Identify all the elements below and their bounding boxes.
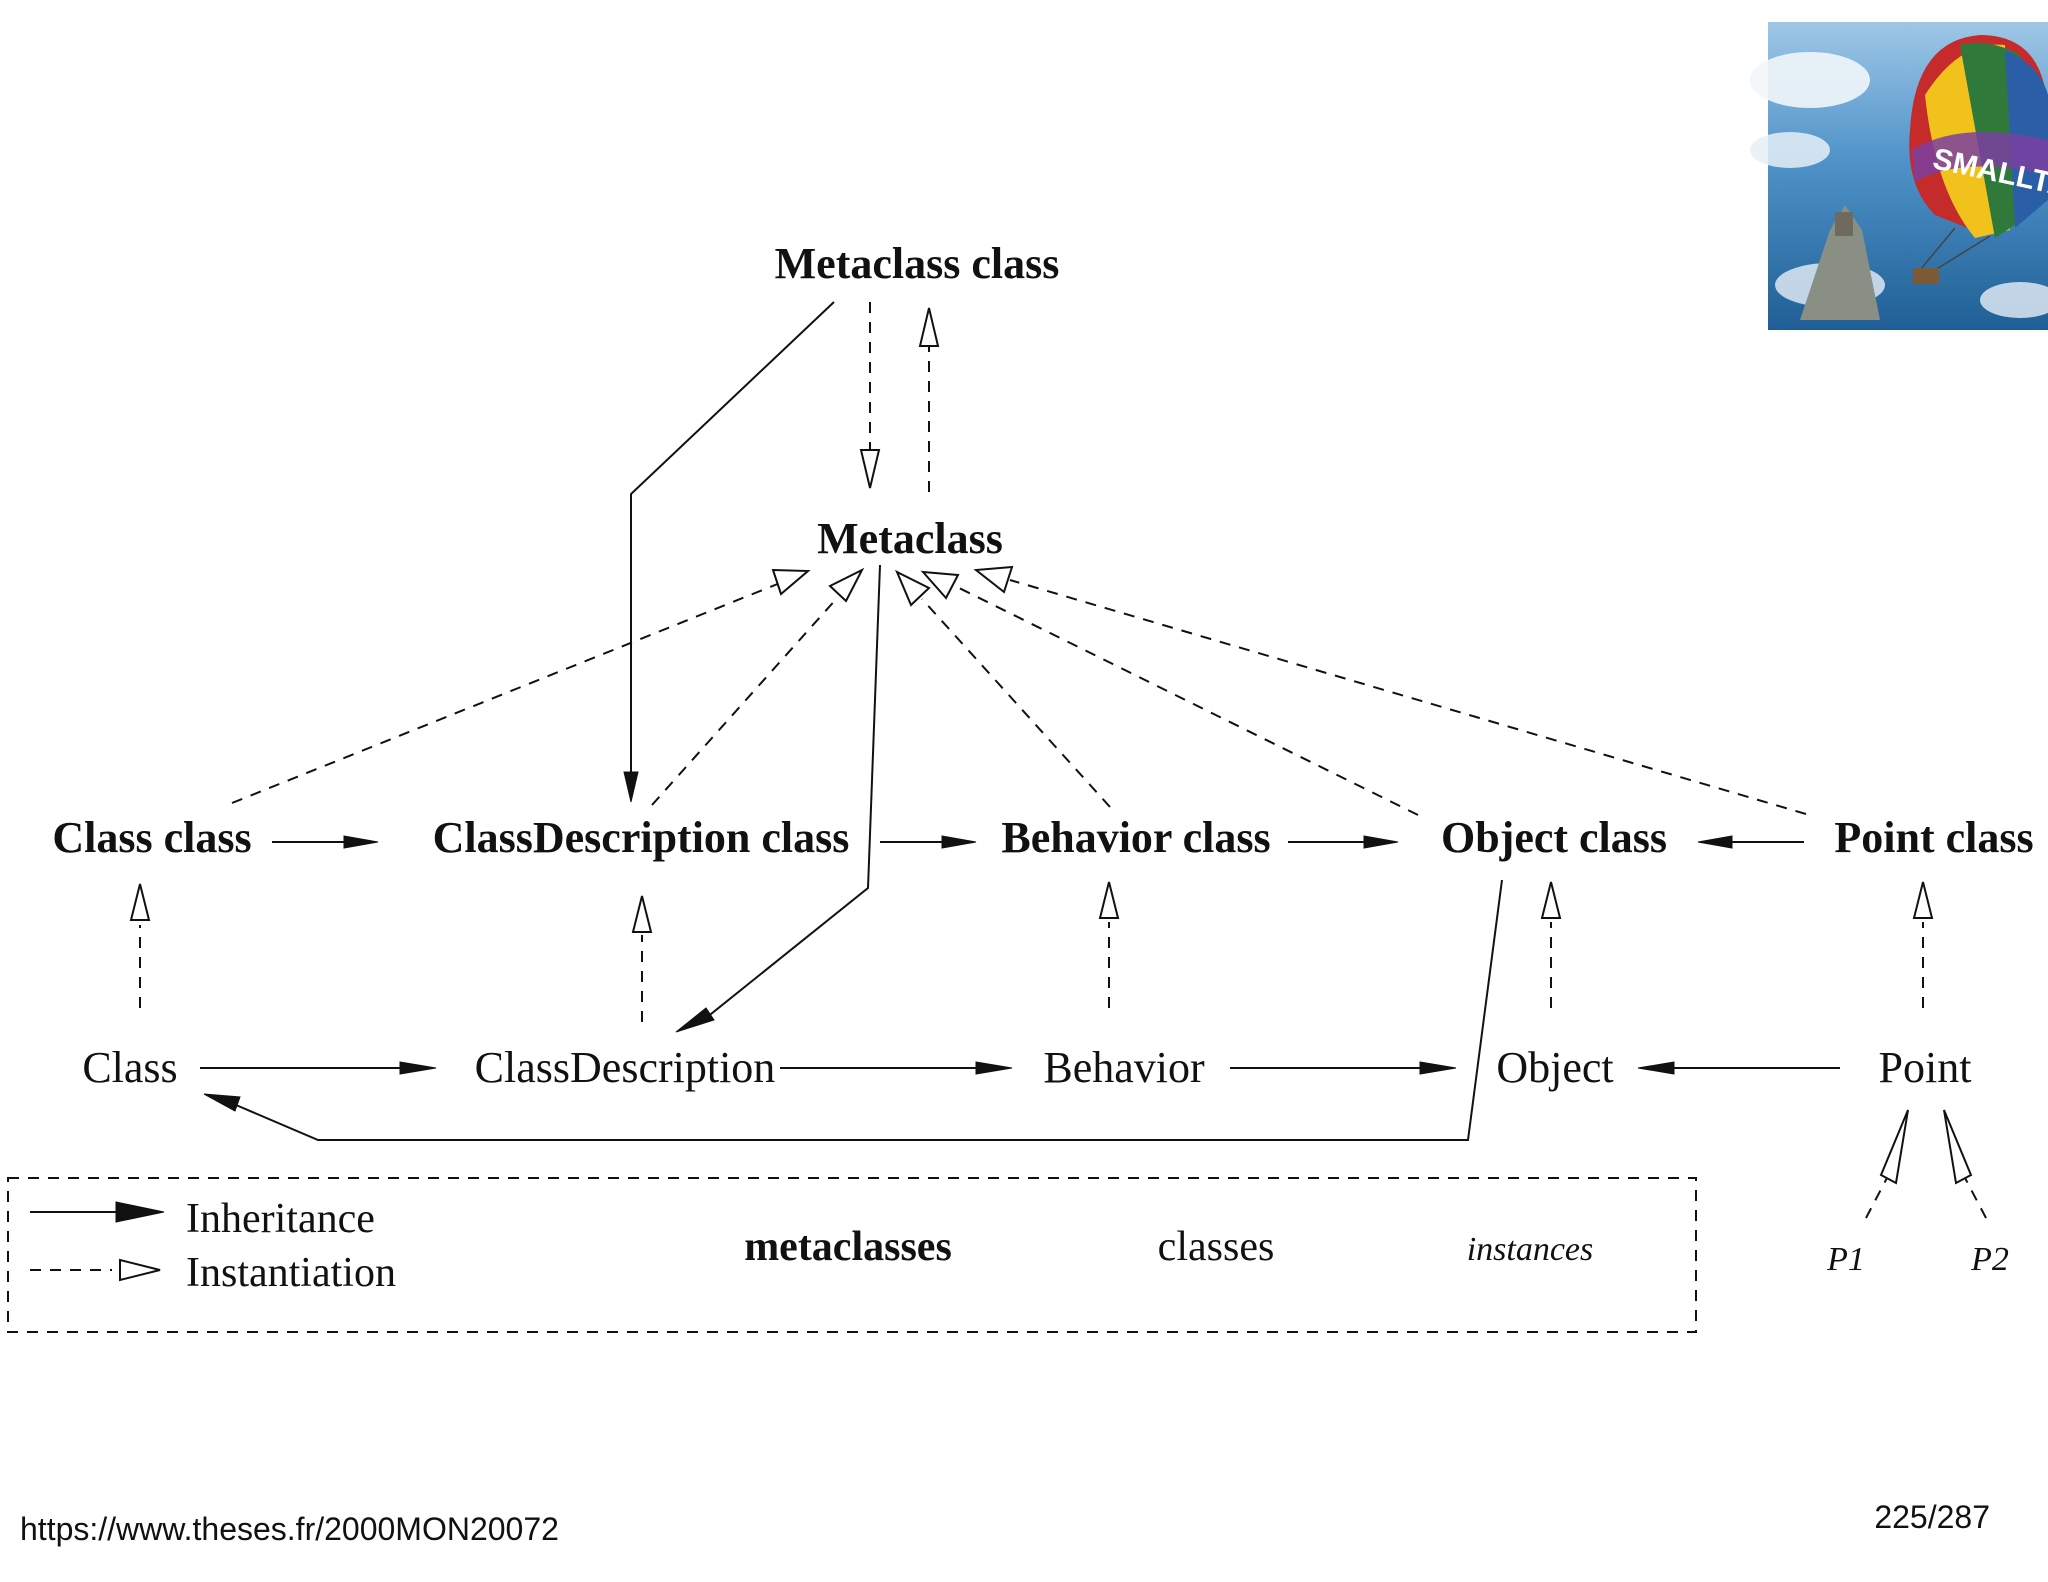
edge-object-class-inherits-class: [235, 879, 1503, 1141]
legend-classes-label: classes: [1158, 1224, 1275, 1270]
node-object: Object: [1496, 1043, 1613, 1092]
node-point: Point: [1879, 1043, 1972, 1092]
node-class: Class: [82, 1043, 177, 1092]
page-number: 225/287: [1874, 1499, 1990, 1535]
source-url[interactable]: https://www.theses.fr/2000MON20072: [20, 1511, 559, 1547]
edge-class-class-instanceof-metaclass: [231, 582, 781, 804]
edges: [129, 301, 1987, 1219]
edge-classdescription-class-instanceof-metaclass: [651, 596, 839, 806]
legend-instantiation-arrowhead: [119, 1258, 161, 1282]
metaclass-level-labels: Metaclass class Metaclass Class class Cl…: [52, 239, 2033, 862]
legend-inheritance-arrowhead: [115, 1201, 165, 1223]
edge-metaclass-inherits-classdescription: [705, 564, 881, 1019]
edge-metaclass-class-inherits-classdescription-class: [630, 301, 835, 775]
edge-point-class-instanceof-metaclass: [1009, 579, 1807, 815]
legend: Inheritance Instantiation metaclasses cl…: [7, 1177, 1697, 1333]
node-classdescription-class: ClassDescription class: [433, 813, 850, 862]
node-metaclass-class: Metaclass class: [775, 239, 1060, 288]
node-behavior-class: Behavior class: [1001, 813, 1270, 862]
edge-p1-instanceof-point: [1865, 1175, 1889, 1219]
node-class-class: Class class: [52, 813, 251, 862]
node-behavior: Behavior: [1043, 1043, 1205, 1092]
smalltalk-balloon-logo: SMALLTALK: [1750, 22, 2048, 330]
legend-instantiation-label: Instantiation: [186, 1250, 396, 1296]
legend-box: [7, 1177, 1697, 1333]
edge-p2-instanceof-point: [1963, 1175, 1987, 1219]
node-point-class: Point class: [1834, 813, 2033, 862]
edge-object-class-instanceof-metaclass: [954, 585, 1419, 816]
legend-metaclasses-label: metaclasses: [744, 1224, 952, 1270]
node-metaclass: Metaclass: [817, 514, 1003, 563]
node-classdescription: ClassDescription: [475, 1043, 776, 1092]
class-level-labels: Class ClassDescription Behavior Object P…: [82, 1043, 1971, 1092]
legend-instances-label: instances: [1467, 1231, 1594, 1268]
node-object-class: Object class: [1441, 813, 1667, 862]
legend-inheritance-label: Inheritance: [186, 1196, 375, 1242]
node-p1: P1: [1826, 1241, 1865, 1278]
node-p2: P2: [1970, 1241, 2009, 1278]
edge-behavior-class-instanceof-metaclass: [921, 598, 1111, 808]
instance-level-labels: P1 P2: [1826, 1241, 2009, 1278]
